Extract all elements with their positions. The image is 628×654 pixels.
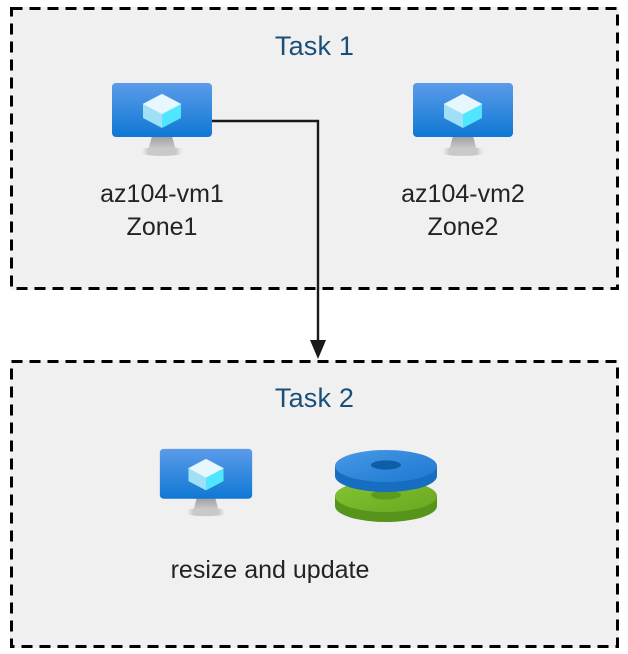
virtual-machine-icon [411, 81, 515, 159]
virtual-machine-icon-glyph [112, 83, 212, 156]
virtual-machine-icon-glyph [159, 448, 253, 517]
virtual-machine-icon-glyph [413, 83, 513, 156]
managed-disks-icon-glyph [335, 450, 437, 522]
down-arrow-icon [310, 340, 326, 359]
virtual-machine-icon [158, 447, 254, 519]
virtual-machine-icon [110, 81, 214, 159]
task-2-title: Task 2 [274, 383, 355, 413]
task-2-caption: resize and update [170, 556, 370, 584]
task-1-title: Task 1 [274, 31, 355, 61]
vm2-label: az104-vm2 Zone2 [401, 180, 525, 241]
vm1-label: az104-vm1 Zone1 [100, 180, 224, 241]
managed-disks-icon [333, 443, 439, 527]
task-2-group: Task 2 [10, 360, 619, 648]
task-1-group: Task 1 [10, 7, 619, 290]
